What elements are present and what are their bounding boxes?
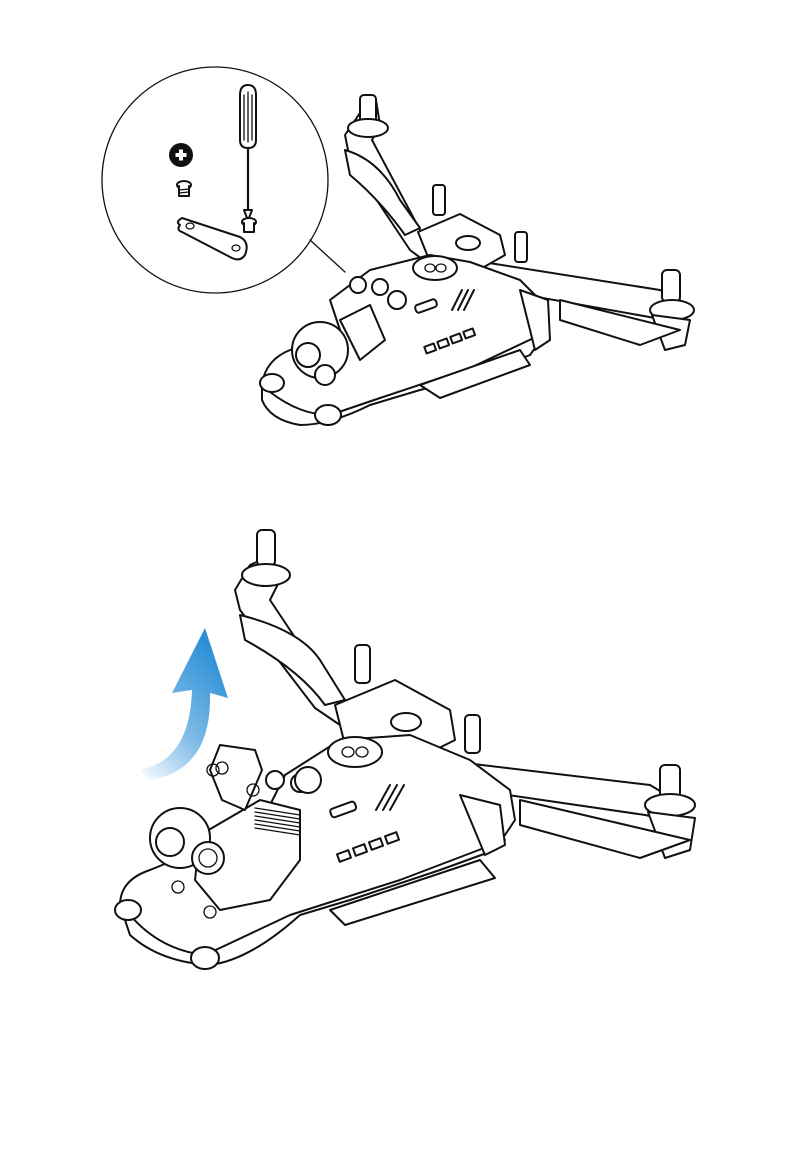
motor-shaft-right xyxy=(662,270,680,302)
drone-illustration-open xyxy=(115,530,695,969)
front-sensor-left xyxy=(115,900,141,920)
top-circle-1 xyxy=(266,771,284,789)
top-circle-2 xyxy=(372,279,388,295)
post-2 xyxy=(515,232,527,262)
arm-cowl xyxy=(240,615,345,705)
top-circle-1 xyxy=(350,277,366,293)
front-sensor-right xyxy=(315,405,341,425)
frame-button xyxy=(456,236,480,250)
screw-icon xyxy=(177,181,191,196)
motor-rear-left xyxy=(348,119,388,137)
motor-rear-left xyxy=(242,564,290,586)
phillips-head-icon xyxy=(169,143,193,167)
gimbal-lens-1 xyxy=(156,828,184,856)
top-circle-3 xyxy=(388,291,406,309)
top-oval-panel xyxy=(328,737,382,767)
gimbal-lens-2 xyxy=(192,842,224,874)
gimbal-bracket xyxy=(210,745,262,810)
post-1 xyxy=(433,185,445,215)
motor-shaft-rear-left xyxy=(257,530,275,566)
post-1 xyxy=(355,645,370,683)
drone-illustration xyxy=(260,95,694,425)
frame-button xyxy=(391,713,421,731)
post-2 xyxy=(465,715,480,753)
front-sensor-right xyxy=(191,947,219,969)
figure-remove-screws xyxy=(0,0,794,470)
front-sensor-left xyxy=(260,374,284,392)
figure-lift-gimbal xyxy=(0,500,794,1020)
screw-callout xyxy=(102,67,345,293)
top-circle-3 xyxy=(295,767,321,793)
